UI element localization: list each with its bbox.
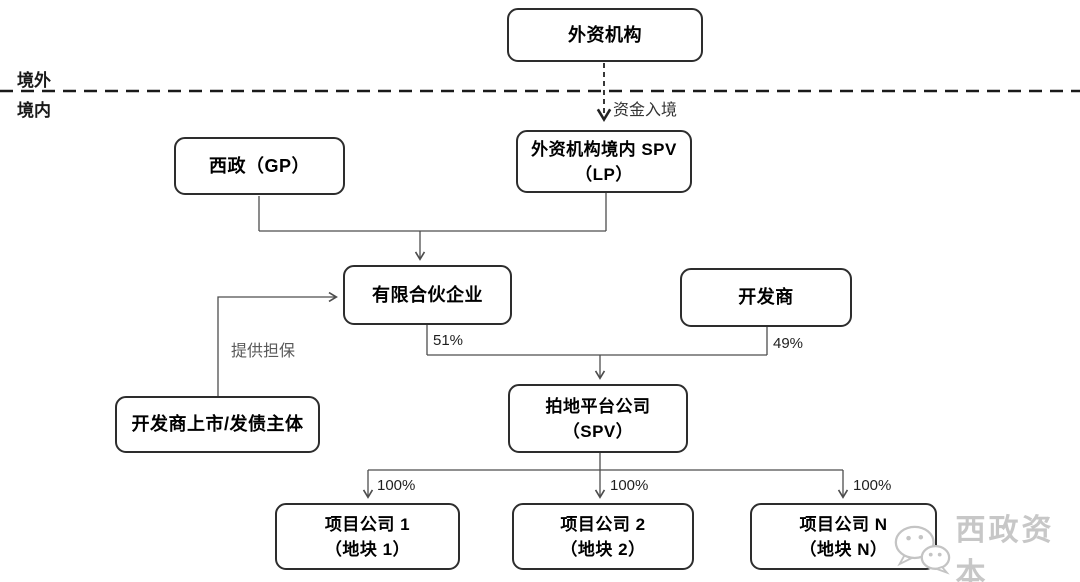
offshore-label: 境外	[17, 71, 51, 90]
wechat-icon	[894, 525, 951, 575]
node-xizheng-gp: 西政（GP）	[174, 137, 345, 195]
watermark: 西政资本	[893, 505, 1080, 582]
node-project-company-2-label: 项目公司 2 （地块 2）	[560, 514, 646, 559]
partnership-share-label: 51%	[433, 332, 464, 349]
node-foreign-institution: 外资机构	[507, 8, 703, 62]
platform-fanout-lines	[368, 453, 843, 471]
node-land-platform-company-label: 拍地平台公司 （SPV）	[545, 396, 651, 441]
node-limited-partnership-label: 有限合伙企业	[372, 284, 483, 305]
node-foreign-institution-label: 外资机构	[568, 24, 642, 45]
share-merge-lines	[426, 325, 768, 356]
guarantee-arrow	[217, 291, 338, 396]
gp-spv-merge-lines	[258, 193, 607, 232]
watermark-brand-text: 西政资本	[955, 514, 1055, 582]
node-onshore-spv-label: 外资机构境内 SPV （LP）	[531, 139, 677, 184]
node-developer-listed-entity-label: 开发商上市/发债主体	[131, 414, 304, 434]
project2-share-label: 100%	[610, 477, 649, 494]
node-limited-partnership: 有限合伙企业	[343, 265, 512, 325]
node-project-company-2: 项目公司 2 （地块 2）	[512, 503, 694, 570]
node-project-company-1: 项目公司 1 （地块 1）	[275, 503, 460, 570]
node-project-company-1-label: 项目公司 1 （地块 1）	[324, 514, 411, 559]
node-project-company-n-label: 项目公司 N （地块 N）	[799, 514, 888, 559]
projectn-share-label: 100%	[853, 477, 892, 494]
node-xizheng-gp-label: 西政（GP）	[208, 155, 310, 176]
project1-share-label: 100%	[377, 477, 416, 494]
node-developer-label: 开发商	[738, 287, 794, 307]
guarantee-label: 提供担保	[231, 343, 296, 360]
capital-entry-label: 资金入境	[613, 102, 678, 119]
node-land-platform-company: 拍地平台公司 （SPV）	[508, 384, 688, 453]
node-developer-listed-entity: 开发商上市/发债主体	[115, 396, 320, 453]
node-onshore-spv: 外资机构境内 SPV （LP）	[516, 130, 692, 193]
node-developer: 开发商	[680, 268, 852, 327]
onshore-label: 境内	[17, 101, 51, 120]
developer-share-label: 49%	[773, 335, 804, 352]
